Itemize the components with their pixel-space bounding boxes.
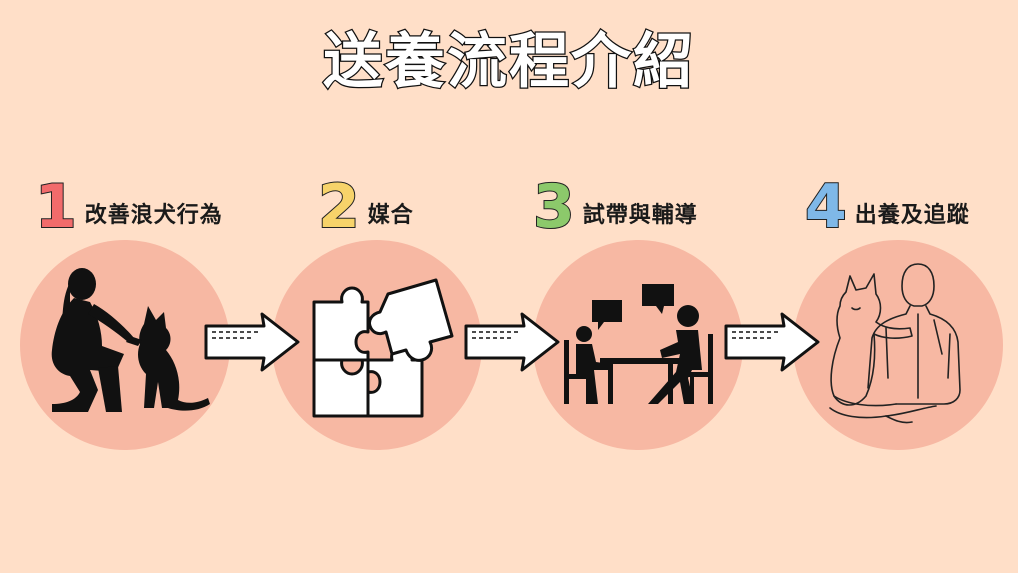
- meeting-table-icon: [564, 284, 713, 404]
- step-4-label: 出養及追蹤: [854, 203, 970, 228]
- step-3-header: 3 試帶與輔導: [532, 171, 698, 243]
- step-4-number: 4: [804, 171, 848, 243]
- step-3-number: 3: [532, 171, 576, 243]
- page-title: 送養流程介紹: [322, 26, 695, 99]
- step-2-header: 2 媒合: [317, 171, 414, 243]
- puzzle-icon: [312, 278, 454, 418]
- step-1-header: 1 改善浪犬行為: [34, 171, 223, 243]
- woman-training-dog-icon: [51, 268, 210, 412]
- step-1-number: 1: [34, 171, 78, 243]
- arrow-right-icon: [204, 312, 300, 372]
- step-2-number: 2: [317, 171, 361, 243]
- step-3-label: 試帶與輔導: [582, 203, 698, 228]
- man-hugging-dog-icon: [829, 263, 961, 424]
- step-4-header: 4 出養及追蹤: [804, 171, 970, 243]
- arrow-right-icon: [464, 312, 560, 372]
- step-1-label: 改善浪犬行為: [84, 203, 223, 228]
- arrow-right-icon: [724, 312, 820, 372]
- step-2-label: 媒合: [367, 203, 414, 228]
